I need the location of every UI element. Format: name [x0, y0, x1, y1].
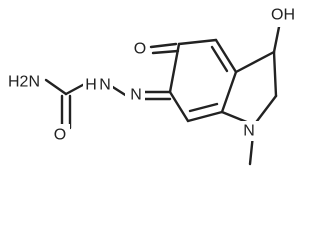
- bond-c7-c6: [168, 90, 190, 123]
- bond-c4-c3a-double: [210, 45, 229, 73]
- hydrazone-nh-hydrogen-label: H: [85, 77, 97, 94]
- ring-nitrogen-label: N: [243, 123, 255, 140]
- amine-label: H2N: [8, 74, 40, 91]
- amide-oxygen-label: O: [54, 127, 66, 144]
- bond-c3a-c3: [234, 50, 276, 74]
- hydrazone-n-label: N: [130, 87, 142, 104]
- bond-c3a-c7a: [220, 70, 238, 114]
- bond-c3-c2: [272, 50, 278, 98]
- bond-layer: [44, 20, 282, 166]
- bond-c7-c7-double: [188, 102, 219, 113]
- ketone-oxygen-label: O: [134, 41, 146, 58]
- hydrazone-nh-nitrogen-label: N: [99, 77, 111, 94]
- bond-c7a-c7: [186, 110, 224, 123]
- chemical-structure-diagram: OH O H2N H N N O N: [7, 5, 298, 166]
- bond-c5-c4: [177, 38, 218, 46]
- bond-c-nh2: [44, 78, 68, 96]
- bond-c5-o-a: [149, 42, 178, 49]
- bond-c2-n1: [252, 94, 278, 127]
- bond-c5-o-b: [151, 49, 180, 55]
- bond-c4-c3a: [214, 38, 238, 74]
- label-layer: OH O H2N H N N O N: [7, 5, 298, 146]
- hydroxyl-label: OH: [271, 7, 295, 24]
